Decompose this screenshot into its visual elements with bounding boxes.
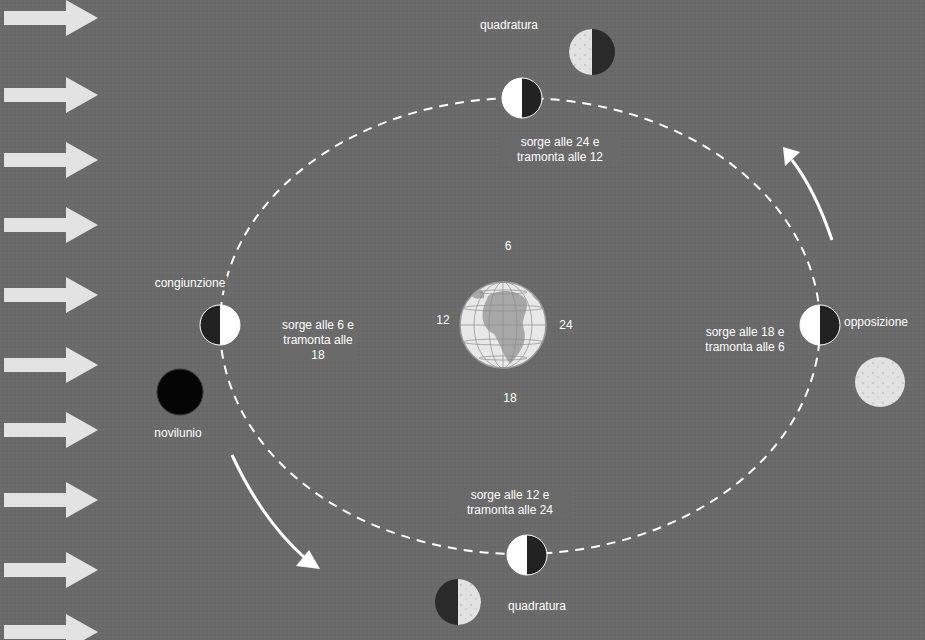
rise-set-note: sorge alle 24 e tramonta alle 12 — [499, 135, 621, 165]
hour-number: 12 — [434, 313, 451, 328]
phase-name: opposizione — [842, 315, 910, 330]
sunlight-arrow — [4, 0, 98, 36]
sunlight-arrow — [4, 614, 98, 640]
orbit-direction-arrows — [232, 160, 832, 558]
sunlight-arrows — [4, 0, 98, 640]
sunlight-arrow — [4, 142, 98, 178]
sunlight-arrow — [4, 207, 98, 243]
rise-set-note: sorge alle 18 e tramonta alle 6 — [703, 325, 787, 355]
phase-name: quadratura — [478, 18, 540, 33]
rise-set-note: sorge alle 12 e tramonta alle 24 — [449, 488, 571, 518]
sunlight-arrow — [4, 347, 98, 383]
orbit-moons — [200, 78, 840, 575]
orbit — [220, 98, 820, 554]
phase-name: novilunio — [152, 426, 203, 441]
sunlight-arrow — [4, 482, 98, 518]
hour-number: 18 — [501, 391, 518, 406]
phase-name: congiunzione — [153, 276, 228, 291]
hour-number: 24 — [557, 318, 574, 333]
sunlight-arrow — [4, 277, 98, 313]
phase-name: quadratura — [506, 599, 568, 614]
apparent-moons — [157, 29, 905, 625]
hour-number: 6 — [503, 239, 514, 254]
rise-set-note: sorge alle 6 e tramonta alle 18 — [279, 318, 357, 363]
orbit-arrowheads — [296, 147, 800, 569]
sunlight-arrow — [4, 412, 98, 448]
sunlight-arrow — [4, 552, 98, 588]
earth — [460, 282, 548, 368]
sunlight-arrow — [4, 77, 98, 113]
